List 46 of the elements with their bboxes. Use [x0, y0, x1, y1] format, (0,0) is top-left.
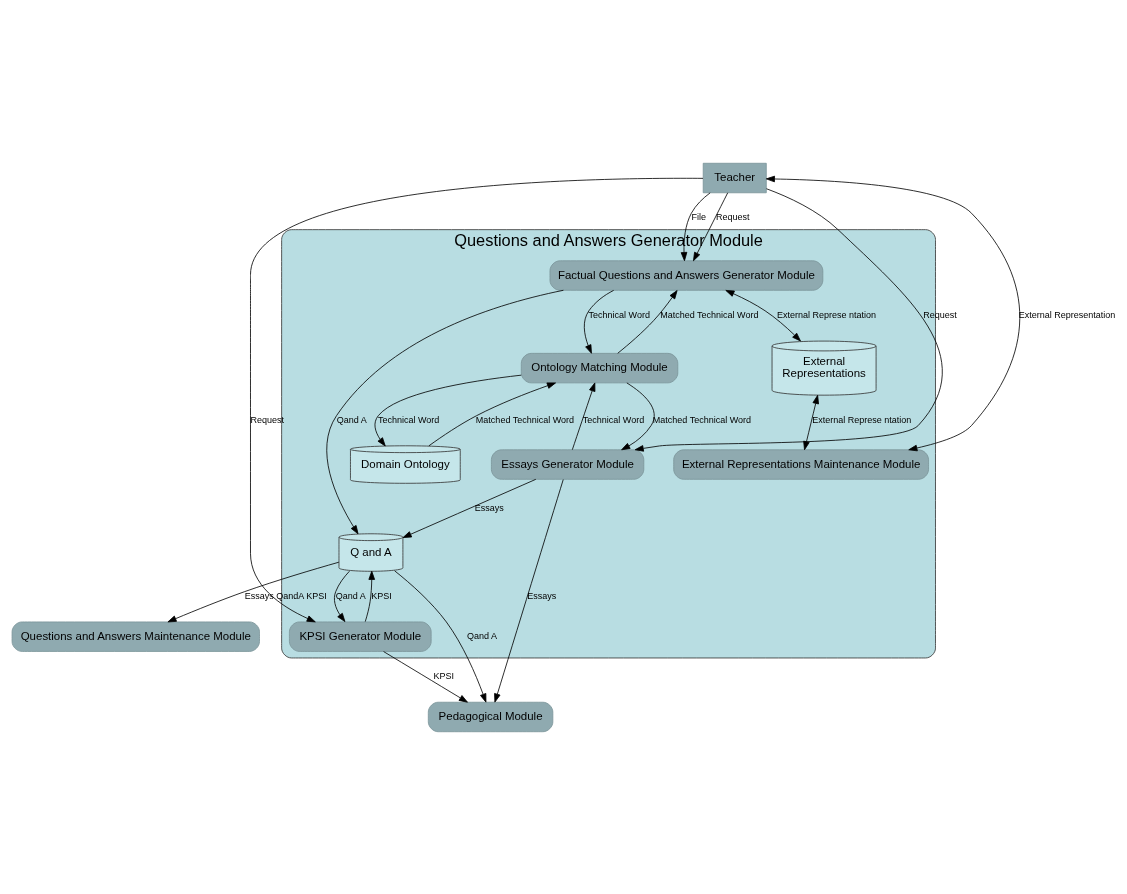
- arrow: [394, 569, 487, 703]
- arrow: [494, 478, 564, 702]
- arrow: [374, 374, 522, 446]
- arrow: [693, 191, 729, 261]
- edge-label: Technical Word: [582, 414, 645, 425]
- node-box: Pedagogical Module: [427, 701, 554, 732]
- node-box: Questions and Answers Maintenance Module: [11, 621, 260, 652]
- arrow: [583, 289, 615, 354]
- node-box: Factual Questions and Answers Generator Module: [549, 259, 824, 291]
- edge-label: File: [691, 211, 706, 222]
- edge-label: Matched Technical Word: [475, 414, 575, 425]
- arrow: [334, 570, 350, 622]
- edge-label: External Represe ntation: [812, 414, 912, 425]
- edge-label: KPSI: [371, 590, 392, 601]
- arrow: [617, 289, 678, 354]
- edge-label: Essays: [474, 502, 504, 513]
- arrow: [765, 175, 1021, 451]
- edge-label: External Represe ntation: [776, 309, 877, 320]
- edge-label: Qand A: [336, 414, 367, 425]
- arrow: [725, 289, 801, 341]
- node-box: Teacher: [702, 162, 767, 193]
- edge-label: KPSI: [433, 670, 455, 681]
- edge-label: Technical Word: [377, 414, 440, 425]
- arrow: [167, 561, 340, 622]
- node-box: External Representations Maintenance Module: [673, 448, 929, 480]
- node-box: KPSI Generator Module: [289, 621, 432, 652]
- edge-label: Matched Technical Word: [660, 309, 759, 320]
- arrow: [326, 289, 564, 534]
- arrow: [634, 187, 943, 452]
- edge-label: Technical Word: [588, 309, 650, 320]
- node-box: Essays Generator Module: [490, 448, 645, 480]
- edge-label: Request: [715, 211, 750, 222]
- arrow: [680, 191, 711, 261]
- arrow: [428, 382, 556, 446]
- node-box: Ontology Matching Module: [520, 352, 679, 383]
- arrow: [803, 394, 819, 450]
- edge-label: Qand A: [335, 590, 366, 601]
- arrow: [571, 382, 596, 450]
- arrow: [250, 177, 704, 622]
- arrow: [364, 570, 376, 622]
- edge-label: Matched Technical Word: [652, 414, 752, 425]
- edge-label: Essays: [527, 590, 557, 601]
- arrow: [383, 650, 468, 703]
- arrow: [621, 382, 655, 450]
- edge-label: Qand A: [466, 630, 497, 641]
- arrow: [402, 478, 537, 538]
